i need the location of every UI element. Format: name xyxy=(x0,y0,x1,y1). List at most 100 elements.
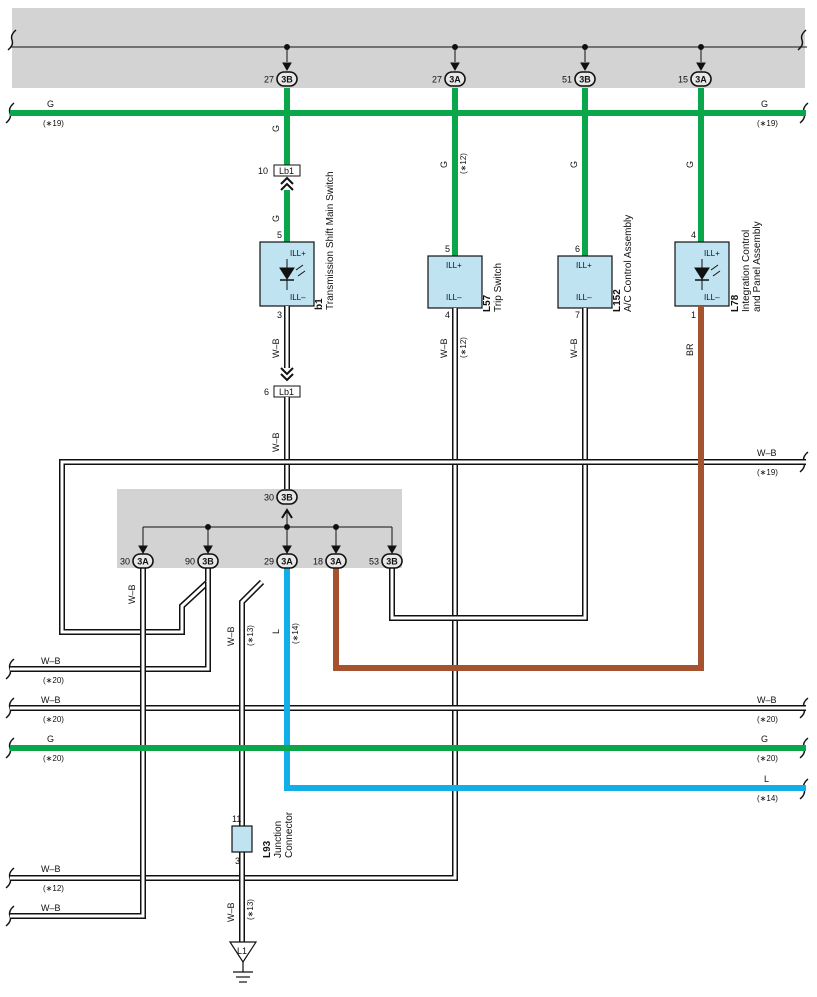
wb-wire-inner xyxy=(10,582,210,671)
l152-ill-minus: ILL– xyxy=(576,293,592,302)
component-l78-caption: L78 Integration Control and Panel Assemb… xyxy=(730,221,763,312)
connector-label: 3A xyxy=(695,75,707,85)
connector-oval xyxy=(197,553,219,569)
top-taps xyxy=(282,44,706,72)
vlabel-ref13-a: (∗13) xyxy=(246,625,255,646)
vlabel-ref14: (∗14) xyxy=(291,623,300,644)
label-wb-20b-right: W–B xyxy=(757,695,777,705)
lb1-lower-label: Lb1 xyxy=(279,387,294,397)
label-ref20c-left: (∗20) xyxy=(43,754,64,763)
component-l57-box xyxy=(427,255,483,309)
connector-oval xyxy=(574,71,596,87)
l57-code: L57 xyxy=(482,294,493,312)
label-ref19-right: (∗19) xyxy=(757,119,778,128)
wb-wire-outer xyxy=(10,568,146,919)
junction-name-2: Connector xyxy=(284,811,295,858)
connector-oval xyxy=(132,553,154,569)
mid-module-bus xyxy=(138,508,397,555)
wb-wires xyxy=(10,306,806,942)
l152-name: A/C Control Assembly xyxy=(623,215,634,312)
vlabel-wb-b1-a: W–B xyxy=(271,338,281,358)
connector-oval xyxy=(444,71,466,87)
connector-oval xyxy=(276,71,298,87)
connector-pin-number: 30 xyxy=(120,557,130,567)
connector-pin-number: 15 xyxy=(678,75,688,85)
lb1-connector-upper xyxy=(273,164,301,177)
vlabel-g-l57: G xyxy=(439,161,449,168)
wb-wire-outer xyxy=(10,308,458,881)
vlabel-g-l152: G xyxy=(569,161,579,168)
connector-pin-number: 51 xyxy=(562,75,572,85)
label-ref20b-left: (∗20) xyxy=(43,715,64,724)
l78-name-2: and Panel Assembly xyxy=(752,221,763,312)
label-g-20-left: G xyxy=(47,734,54,744)
vlabel-wb-b1-b: W–B xyxy=(271,432,281,452)
vlabel-g-b1-a: G xyxy=(271,125,281,132)
vlabel-wb-junction-b: W–B xyxy=(226,902,236,922)
wb-wire-inner xyxy=(10,568,145,918)
vlabel-wb-l57: W–B xyxy=(439,338,449,358)
connector-pin-number: 90 xyxy=(185,557,195,567)
connector-pin-number: 30 xyxy=(264,493,274,503)
component-l57-caption: L57 Trip Switch xyxy=(482,263,504,312)
label-wb-12: W–B xyxy=(41,864,61,874)
lb1-upper-pin: 10 xyxy=(258,166,268,176)
wb-wire-inner xyxy=(240,580,264,942)
top-module-band xyxy=(12,8,805,88)
b1-pin-top: 5 xyxy=(277,230,282,240)
led-icon-b1 xyxy=(279,259,306,290)
l152-pin-top: 6 xyxy=(575,244,580,254)
label-g-20-right: G xyxy=(761,734,768,744)
wire-labels: G (∗19) G (∗19) W–B (∗19) W–B (∗20) W–B … xyxy=(41,99,778,913)
ground-icon xyxy=(228,941,258,983)
connector-oval xyxy=(381,553,403,569)
led-icon-l78 xyxy=(694,259,721,290)
l78-ill-minus: ILL– xyxy=(704,293,720,302)
l78-name-1: Integration Control xyxy=(741,230,752,312)
vlabel-ref13-b: (∗13) xyxy=(246,899,255,920)
l57-ill-minus: ILL– xyxy=(446,293,462,302)
wb-wire-inner xyxy=(10,308,457,880)
l57-ill-plus: ILL+ xyxy=(446,261,462,270)
b1-code: b1 xyxy=(314,298,325,310)
connector-label: 3A xyxy=(281,557,293,567)
connector-pin-number: 18 xyxy=(313,557,323,567)
vlabel-wb-30: W–B xyxy=(127,584,137,604)
component-b1-caption: b1 Transmission Shift Main Switch xyxy=(314,171,336,310)
label-g-right-top: G xyxy=(761,99,768,109)
connector-oval xyxy=(690,71,712,87)
l78-code: L78 xyxy=(730,294,741,312)
label-ref14-right: (∗14) xyxy=(757,794,778,803)
junction-name-1: Junction xyxy=(273,821,284,858)
connector-label: 3B xyxy=(202,557,214,567)
component-l152-box xyxy=(557,255,613,309)
junction-code: L93 xyxy=(262,840,273,858)
vlabel-g-l78: G xyxy=(685,161,695,168)
label-wb-19: W–B xyxy=(757,448,777,458)
label-l-right: L xyxy=(764,774,769,784)
connector-label: 3A xyxy=(449,75,461,85)
l78-ill-plus: ILL+ xyxy=(704,249,720,258)
label-ref20b-right: (∗20) xyxy=(757,715,778,724)
l78-pin-bottom: 1 xyxy=(691,310,696,320)
connector-pin: 3A 18 xyxy=(313,553,347,569)
connector-label: 3A xyxy=(330,557,342,567)
connector-pin: 3A 15 xyxy=(678,71,712,87)
connector-pin-number: 27 xyxy=(432,75,442,85)
connector-label: 3B xyxy=(386,557,398,567)
junction-pin-top: 11 xyxy=(232,814,241,824)
blue-wire-l xyxy=(284,568,806,791)
junction-pin-bottom: 3 xyxy=(235,856,240,866)
l152-code: L152 xyxy=(612,289,623,312)
b1-pin-bottom: 3 xyxy=(277,310,282,320)
connector-oval xyxy=(325,553,347,569)
l57-name: Trip Switch xyxy=(493,263,504,312)
l152-pin-bottom: 7 xyxy=(575,310,580,320)
